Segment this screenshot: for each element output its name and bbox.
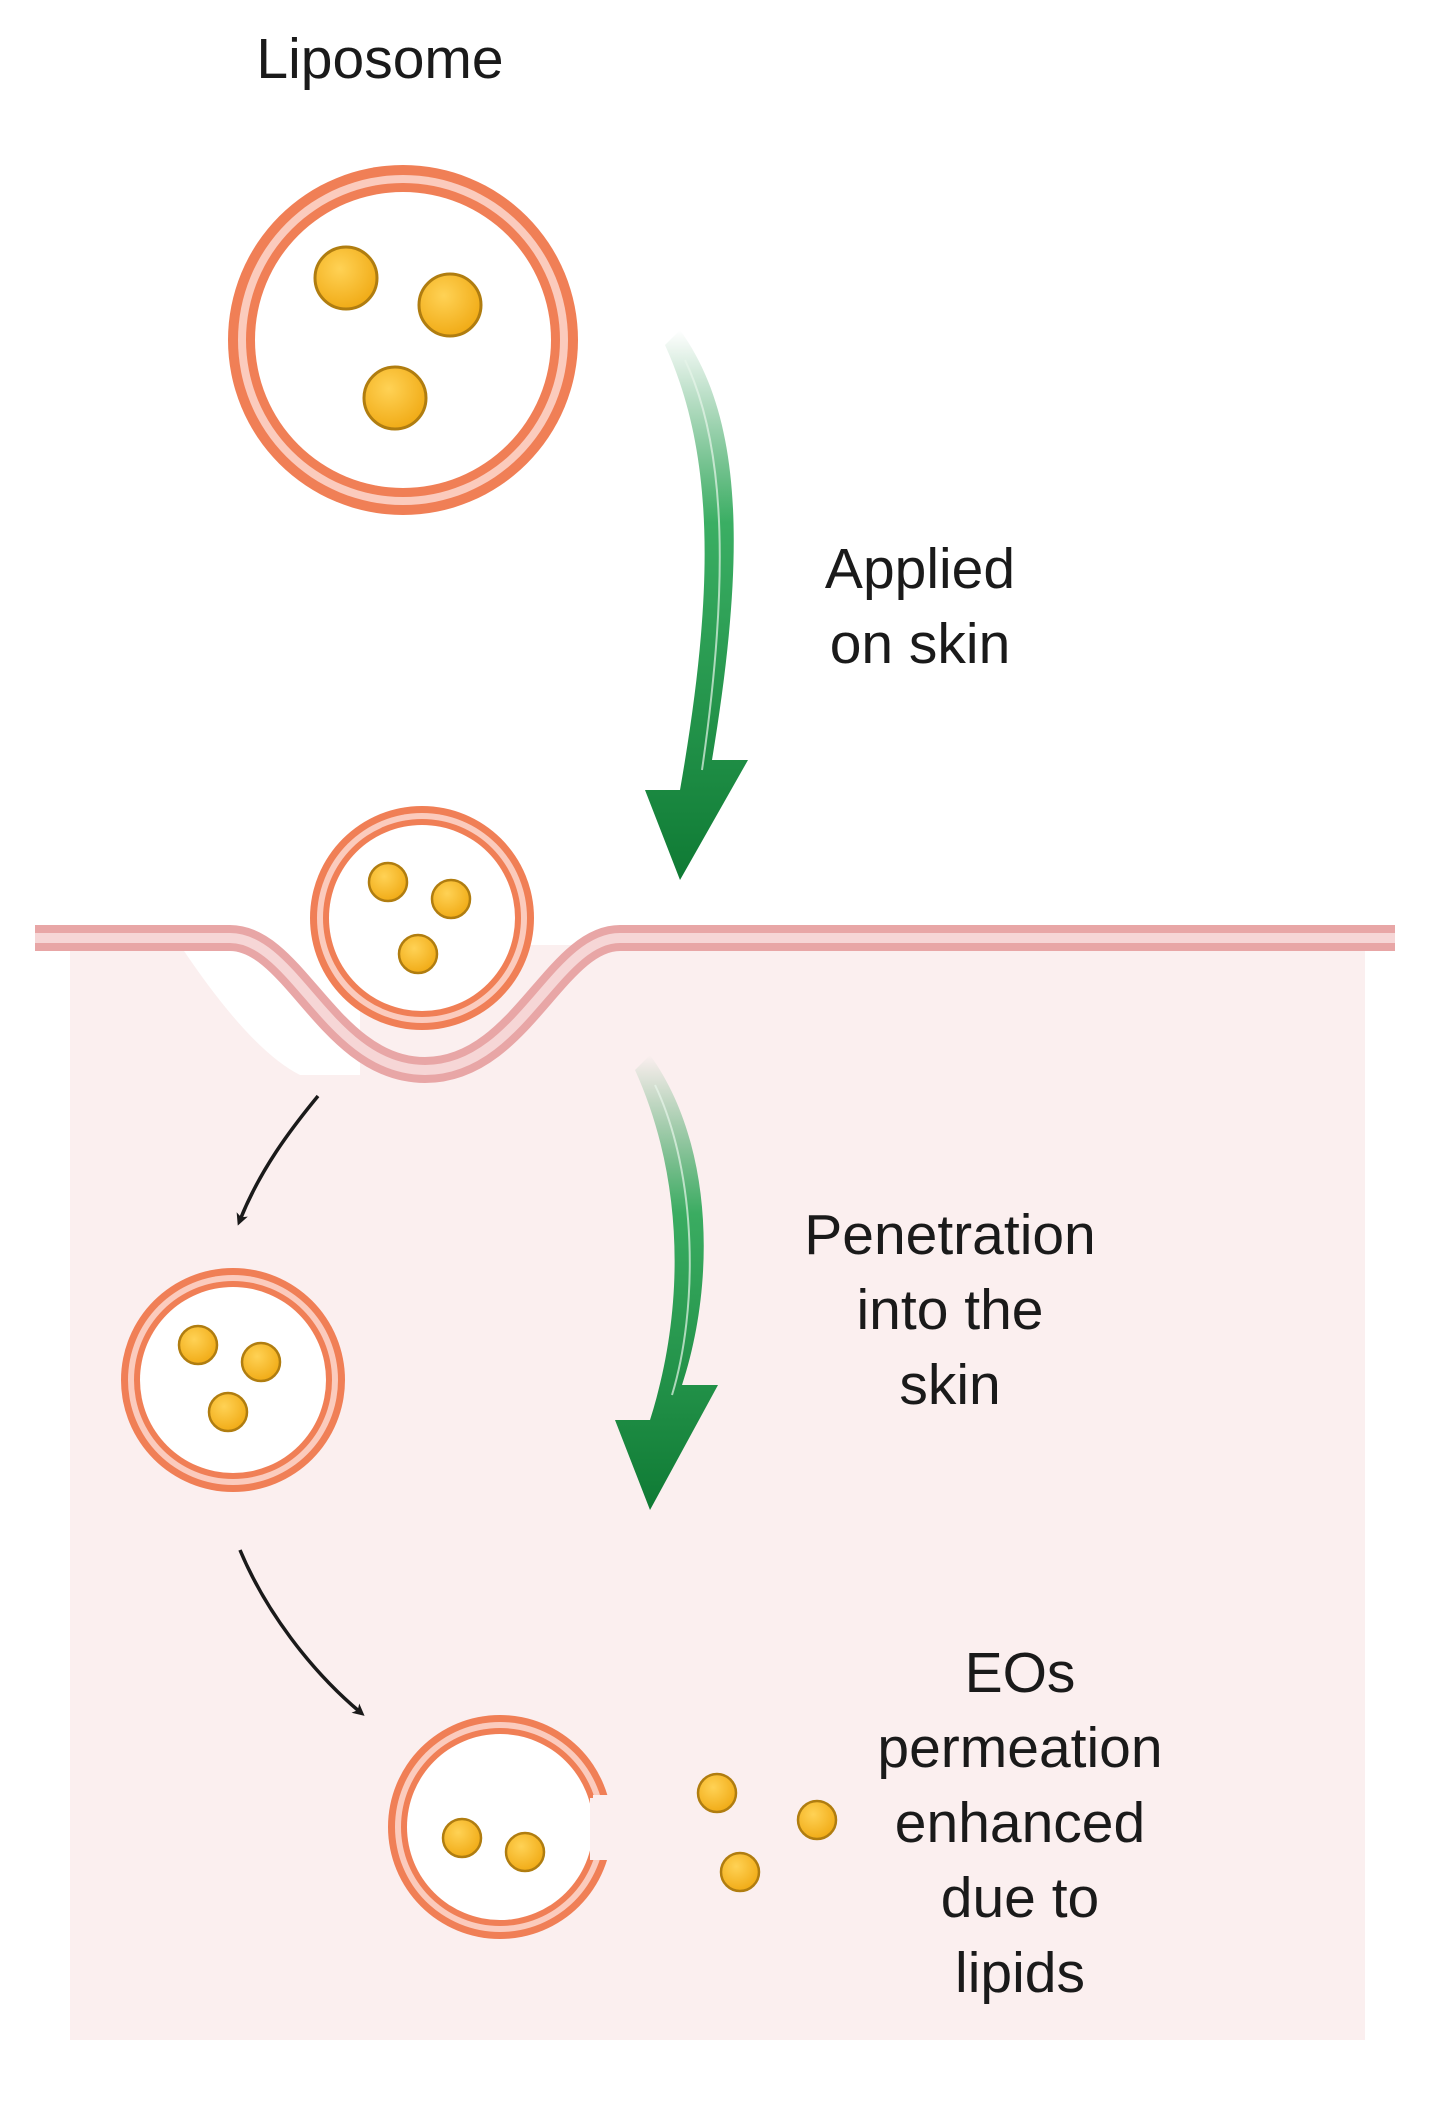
oil-droplet-icon — [696, 1772, 738, 1814]
oil-droplet-icon — [796, 1799, 838, 1841]
liposome-vesicle-icon — [121, 1268, 345, 1492]
penetration-line-2: into the — [856, 1278, 1044, 1342]
skin-surface-line — [35, 925, 1395, 1084]
permeation-line-4: due to — [940, 1866, 1100, 1930]
permeation-line-3: enhanced — [894, 1791, 1146, 1855]
liposome-vesicle-icon — [228, 165, 578, 515]
applied-on-skin-label: Applied on skin — [760, 532, 1080, 682]
oil-droplet-icon — [367, 861, 472, 975]
black-curved-arrow-icon — [238, 1549, 365, 1716]
penetration-line-3: skin — [899, 1353, 1001, 1417]
applied-line-1: Applied — [824, 537, 1016, 601]
released-oil-droplets — [696, 1772, 838, 1893]
skin-tissue — [70, 945, 1365, 2040]
green-curved-arrow-icon — [615, 1055, 718, 1510]
liposome-label: Liposome — [200, 22, 560, 97]
oil-droplet-icon — [313, 245, 483, 431]
black-curved-arrow-icon — [236, 1094, 320, 1226]
oil-droplet-icon — [441, 1817, 546, 1873]
liposome-vesicle-icon — [310, 806, 534, 1030]
permeation-line-2: permeation — [877, 1716, 1163, 1780]
permeation-line-1: EOs — [964, 1641, 1076, 1705]
liposome-label-text: Liposome — [256, 27, 504, 91]
penetration-label: Penetration into the skin — [760, 1198, 1140, 1423]
eos-permeation-label: EOs permeation enhanced due to lipids — [830, 1636, 1210, 2011]
liposome-vesicle-icon — [388, 1715, 630, 1939]
oil-droplet-icon — [177, 1324, 282, 1433]
green-curved-arrow-icon — [645, 330, 748, 880]
penetration-line-1: Penetration — [804, 1203, 1096, 1267]
permeation-line-5: lipids — [955, 1941, 1085, 2005]
oil-droplet-icon — [719, 1851, 761, 1893]
applied-line-2: on skin — [829, 612, 1011, 676]
